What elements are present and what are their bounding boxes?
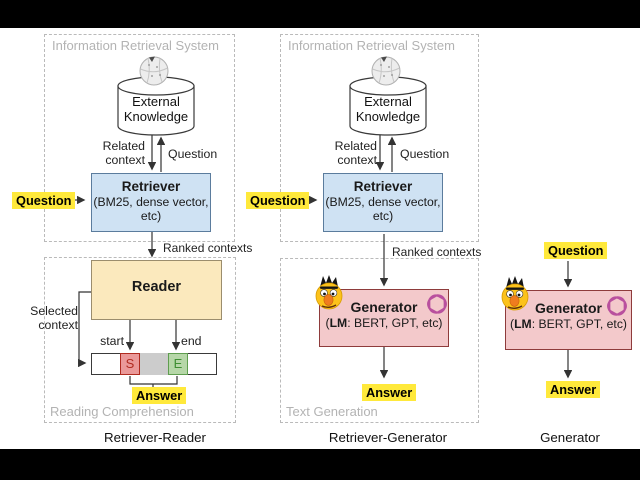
letterbox-bottom: [0, 449, 640, 480]
bert-face-icon: [501, 276, 529, 311]
answer-label-2: Answer: [362, 384, 417, 401]
related-context-label-1: Related context: [102, 139, 145, 167]
retriever-subtitle-1: (BM25, dense vector, etc): [93, 195, 209, 223]
caption-generator: Generator: [540, 430, 600, 445]
section-title-text-generation: Text Generation: [286, 404, 378, 419]
generator-subtitle-2: (LM: BERT, GPT, etc): [325, 316, 443, 330]
section-title-ir-system-2: Information Retrieval System: [288, 38, 455, 53]
answer-label-1: Answer: [132, 387, 187, 404]
question-input-label-1: Question: [12, 192, 76, 209]
section-box-ir-system-1: [44, 34, 235, 242]
generator-title-3: Generator: [535, 300, 602, 316]
external-knowledge-label-2: External Knowledge: [355, 94, 421, 124]
span-end-cell: E: [168, 352, 188, 375]
ranked-contexts-label-2: Ranked contexts: [392, 245, 482, 259]
letterbox-top: [0, 0, 640, 28]
openai-logo-icon: [607, 296, 627, 316]
section-title-ir-system-1: Information Retrieval System: [52, 38, 219, 53]
question-arrow-label-2: Question: [400, 147, 450, 161]
generator-subtitle-3: (LM: BERT, GPT, etc): [510, 317, 627, 331]
reader-title: Reader: [131, 279, 182, 295]
retriever-title-1: Retriever: [121, 179, 181, 194]
bert-face-icon: [315, 275, 343, 310]
caption-retriever-generator: Retriever-Generator: [328, 430, 448, 445]
question-input-label-3: Question: [544, 242, 608, 259]
reader-box: Reader: [91, 260, 222, 320]
retriever-title-2: Retriever: [353, 179, 413, 194]
end-label: end: [181, 334, 202, 348]
question-input-label-2: Question: [246, 192, 310, 209]
answer-span-bar: S E: [91, 352, 217, 375]
selected-context-label: Selected context: [30, 304, 78, 332]
span-middle: [140, 352, 169, 375]
start-label: start: [100, 334, 124, 348]
related-context-label-2: Related context: [334, 139, 377, 167]
external-knowledge-label-1: External Knowledge: [123, 94, 189, 124]
retriever-box-1: Retriever (BM25, dense vector, etc): [91, 173, 211, 232]
generator-title-2: Generator: [350, 299, 418, 315]
diagram-canvas: Information Retrieval System Information…: [0, 28, 640, 449]
section-box-text-generation: [280, 258, 479, 423]
answer-label-3: Answer: [546, 381, 601, 398]
section-box-ir-system-2: [280, 34, 479, 242]
retriever-box-2: Retriever (BM25, dense vector, etc): [323, 173, 443, 232]
question-arrow-label-1: Question: [168, 147, 218, 161]
section-box-reading-comprehension: [44, 257, 236, 423]
ranked-contexts-label-1: Ranked contexts: [163, 241, 253, 255]
caption-retriever-reader: Retriever-Reader: [104, 430, 206, 445]
section-title-reading-comprehension: Reading Comprehension: [50, 404, 194, 419]
retriever-subtitle-2: (BM25, dense vector, etc): [325, 195, 441, 223]
span-start-cell: S: [120, 352, 140, 375]
openai-logo-icon: [427, 294, 447, 314]
